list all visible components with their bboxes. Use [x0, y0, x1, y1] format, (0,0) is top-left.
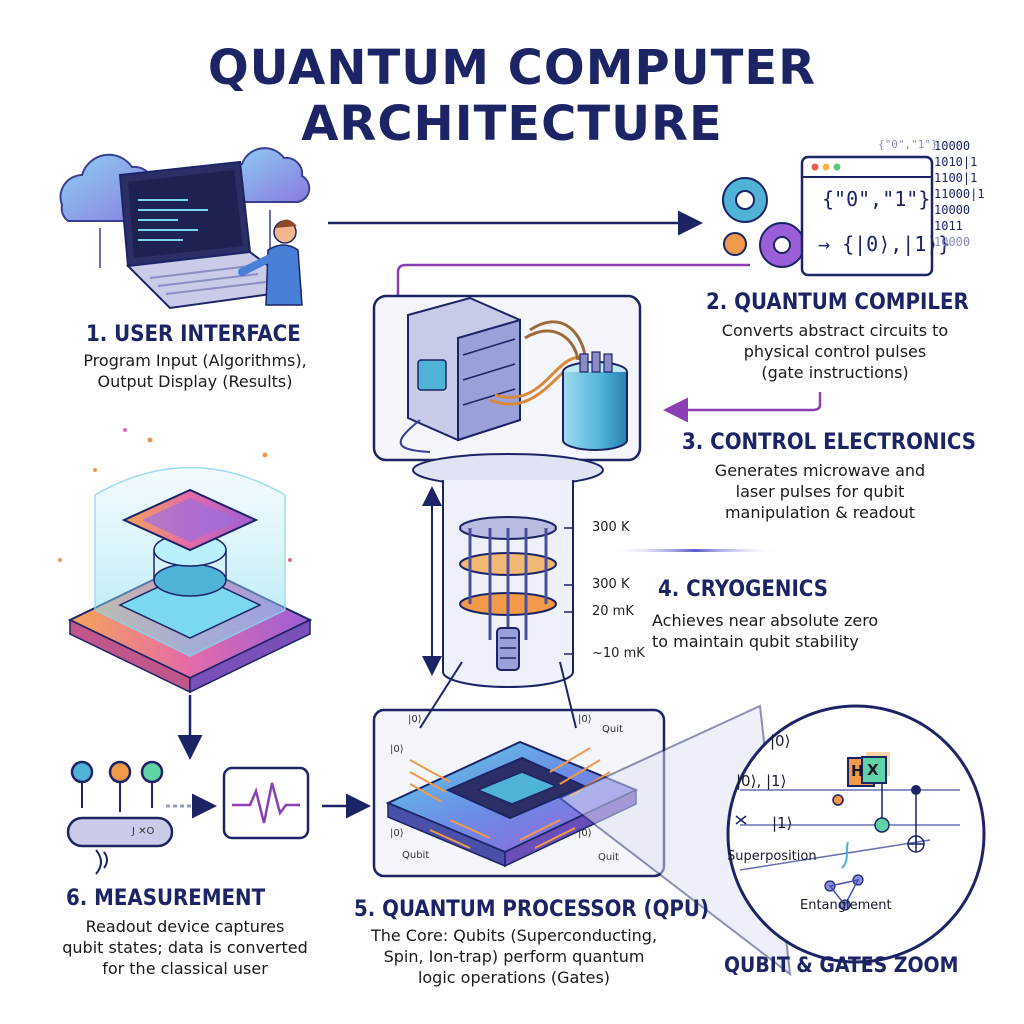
zoom-ket0: |0⟩ — [770, 732, 791, 750]
user-interface-illustration — [59, 147, 311, 310]
qpu-label: Quit — [598, 852, 619, 863]
section-title-cryo: 4. CRYOGENICS — [658, 577, 828, 602]
compiler-code-line2: → {|0⟩,|1⟩} — [818, 232, 951, 256]
section-desc-qpu: The Core: Qubits (Superconducting,Spin, … — [370, 926, 658, 987]
readout-device — [66, 760, 174, 875]
zoom-ket1: |1⟩ — [772, 814, 793, 832]
x-gate — [861, 756, 887, 784]
zoom-circle — [726, 704, 986, 964]
section-title-qpu: 5. QUANTUM PROCESSOR (QPU) — [354, 897, 710, 922]
qpu-label: |0⟩ — [578, 714, 592, 725]
zoom-ket01: |0⟩, |1⟩ — [736, 772, 787, 790]
section-title-control: 3. CONTROL ELECTRONICS — [682, 430, 977, 455]
gate-circuit — [735, 752, 960, 911]
section-title-user-interface: 1. USER INTERFACE — [86, 322, 301, 347]
divider-line — [610, 549, 780, 552]
compiler-code-line1: {"0","1"} — [822, 187, 931, 211]
gear-icon — [723, 232, 747, 256]
section-desc-user-interface: Program Input (Algorithms),Output Displa… — [83, 351, 307, 391]
zoom-title: QUBIT & GATES ZOOM — [724, 953, 959, 977]
section-title-compiler: 2. QUANTUM COMPILER — [706, 290, 969, 315]
qpu-label: |0⟩ — [390, 744, 404, 755]
temp-label-3: 20 mK — [592, 604, 634, 619]
entanglement-label: Entanglement — [800, 898, 892, 913]
qpu-illustration — [372, 661, 666, 878]
arrow-compiler-to-control — [663, 392, 822, 423]
feedback-line — [396, 263, 750, 322]
qpu-label: Qubit — [402, 850, 430, 861]
qpu-label: |0⟩ — [390, 828, 404, 839]
measurement-chip-illustration — [58, 428, 313, 694]
superposition-label: Superposition — [727, 849, 817, 864]
h-gate-label: H — [851, 762, 864, 780]
signal-monitor — [222, 766, 310, 840]
binary-header: {"0","1"} — [878, 138, 938, 151]
compiler-illustration — [722, 155, 934, 277]
temp-label-2: 300 K — [592, 577, 630, 592]
readout-device-label: J ✕O — [132, 826, 155, 837]
code-window — [800, 155, 934, 277]
temp-label-4: ~10 mK — [592, 646, 645, 661]
x-gate-label: X — [867, 761, 879, 779]
page-title: QUANTUM COMPUTER ARCHITECTURE — [207, 40, 817, 152]
section-title-measurement: 6. MEASUREMENT — [66, 886, 266, 911]
cryostat-illustration — [412, 453, 604, 688]
control-electronics-illustration — [372, 294, 642, 462]
qpu-label: Quit — [602, 724, 623, 735]
qpu-label: |0⟩ — [408, 714, 422, 725]
qpu-label: |0⟩ — [578, 828, 592, 839]
temp-label-1: 300 K — [592, 520, 630, 535]
